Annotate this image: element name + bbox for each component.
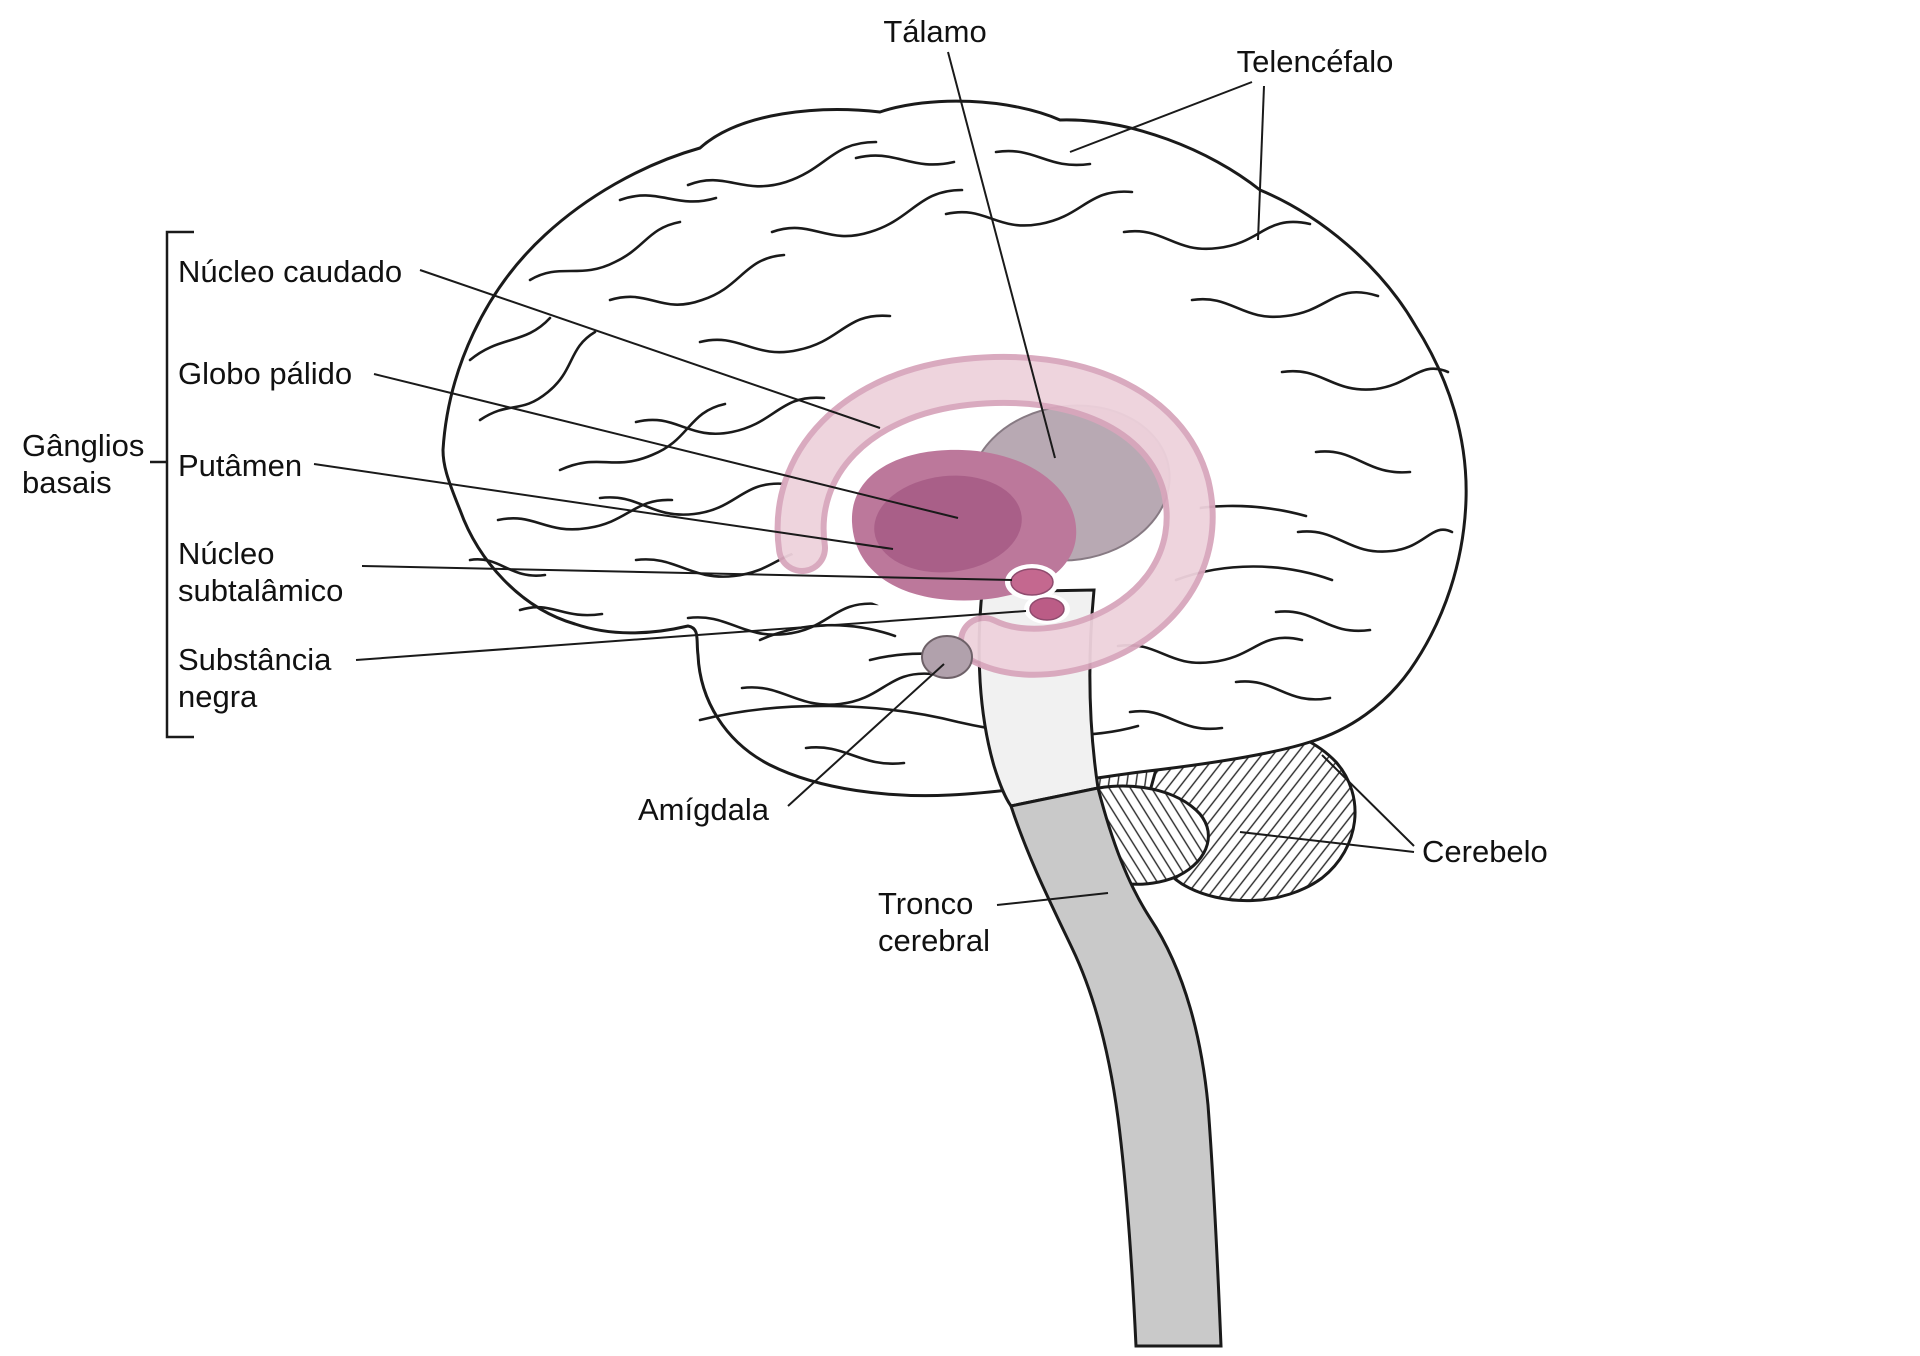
- gyrus-line: [496, 498, 674, 531]
- gyrus-line: [994, 149, 1092, 167]
- gyrus-line: [740, 672, 934, 706]
- label-subtalamico-line2: subtalâmico: [178, 573, 343, 608]
- label-substancia-line1: Substância: [178, 642, 332, 677]
- label-ganglios-line1: Gânglios: [22, 428, 144, 463]
- label-putamen: Putâmen: [178, 448, 302, 483]
- gyrus-line: [1128, 709, 1224, 731]
- gyrus-line: [854, 154, 956, 166]
- substantia-blob: [1029, 597, 1065, 621]
- leader-nucleo-subtalamico: [361, 565, 1013, 581]
- label-nucleo-subtalamico: Núcleo subtalâmico: [178, 536, 343, 608]
- globus-pallidus-shape: [874, 475, 1022, 573]
- leader-nucleo-caudado: [419, 269, 881, 429]
- amygdala-shape: [921, 635, 973, 679]
- gyrus-line: [686, 140, 878, 188]
- gyrus-line: [698, 314, 892, 354]
- leader-telencefalo-2: [1257, 85, 1265, 241]
- gyrus-line: [804, 746, 906, 765]
- label-subtalamico-line1: Núcleo: [178, 536, 275, 571]
- leader-talamo: [947, 51, 1056, 459]
- gyrus-line: [1280, 367, 1450, 391]
- gyrus-line: [1296, 528, 1454, 553]
- leader-tronco-cerebral: [996, 892, 1109, 906]
- gyrus-line: [468, 558, 547, 577]
- label-tronco-line1: Tronco: [878, 886, 973, 921]
- gyrus-line: [618, 194, 718, 203]
- leader-substancia-negra: [355, 610, 1027, 661]
- labels: Tálamo Telencéfalo Núcleo caudado Globo …: [22, 14, 1548, 958]
- leader-amigdala: [787, 663, 945, 807]
- label-cerebelo: Cerebelo: [1422, 834, 1548, 869]
- gyrus-line: [468, 316, 552, 362]
- gyrus-line: [478, 330, 597, 422]
- gyrus-line: [1274, 610, 1372, 633]
- subthalamic-nucleus-shape: [1005, 564, 1059, 600]
- leader-lines: [150, 51, 1415, 906]
- gyrus-line: [1190, 290, 1380, 319]
- leader-cerebelo-2: [1239, 831, 1415, 853]
- gyrus-line: [1234, 680, 1332, 701]
- gyrus-line: [634, 396, 826, 435]
- label-ganglios-line2: basais: [22, 465, 112, 500]
- label-tronco-cerebral: Tronco cerebral: [878, 886, 990, 958]
- brainstem-lower-shape: [1009, 786, 1223, 1348]
- gyrus-line: [770, 188, 964, 238]
- gyrus-line: [518, 605, 604, 617]
- caudate-ring-fill: [780, 359, 1210, 672]
- label-nucleo-caudado: Núcleo caudado: [178, 254, 402, 289]
- substantia-negra-shape: [1024, 594, 1070, 624]
- ganglios-basais-bracket: [150, 230, 194, 739]
- leader-putamen: [313, 463, 894, 550]
- leader-globo-palido: [373, 373, 959, 519]
- label-tronco-line2: cerebral: [878, 923, 990, 958]
- label-ganglios-basais: Gânglios basais: [22, 428, 153, 500]
- gyrus-line: [944, 190, 1134, 227]
- gyrus-line: [608, 253, 786, 306]
- gyrus-line: [686, 602, 880, 636]
- subthalamic-blob: [1010, 568, 1054, 596]
- gyrus-line: [1122, 220, 1312, 251]
- label-globo-palido: Globo pálido: [178, 356, 352, 391]
- caudate-nucleus-shape: [774, 353, 1216, 678]
- label-substancia-negra: Substância negra: [178, 642, 340, 714]
- label-amigdala: Amígdala: [638, 792, 770, 827]
- gyrus-line: [1314, 450, 1412, 474]
- gyrus-line: [598, 482, 788, 516]
- label-substancia-line2: negra: [178, 679, 258, 714]
- gyrus-line: [1116, 636, 1304, 665]
- leader-telencefalo-1: [1069, 81, 1253, 153]
- label-telencefalo: Telencéfalo: [1237, 44, 1394, 79]
- gyrus-line: [528, 220, 682, 282]
- leader-cerebelo-1: [1321, 754, 1415, 847]
- gyrus-line: [558, 402, 727, 472]
- label-talamo: Tálamo: [883, 14, 986, 49]
